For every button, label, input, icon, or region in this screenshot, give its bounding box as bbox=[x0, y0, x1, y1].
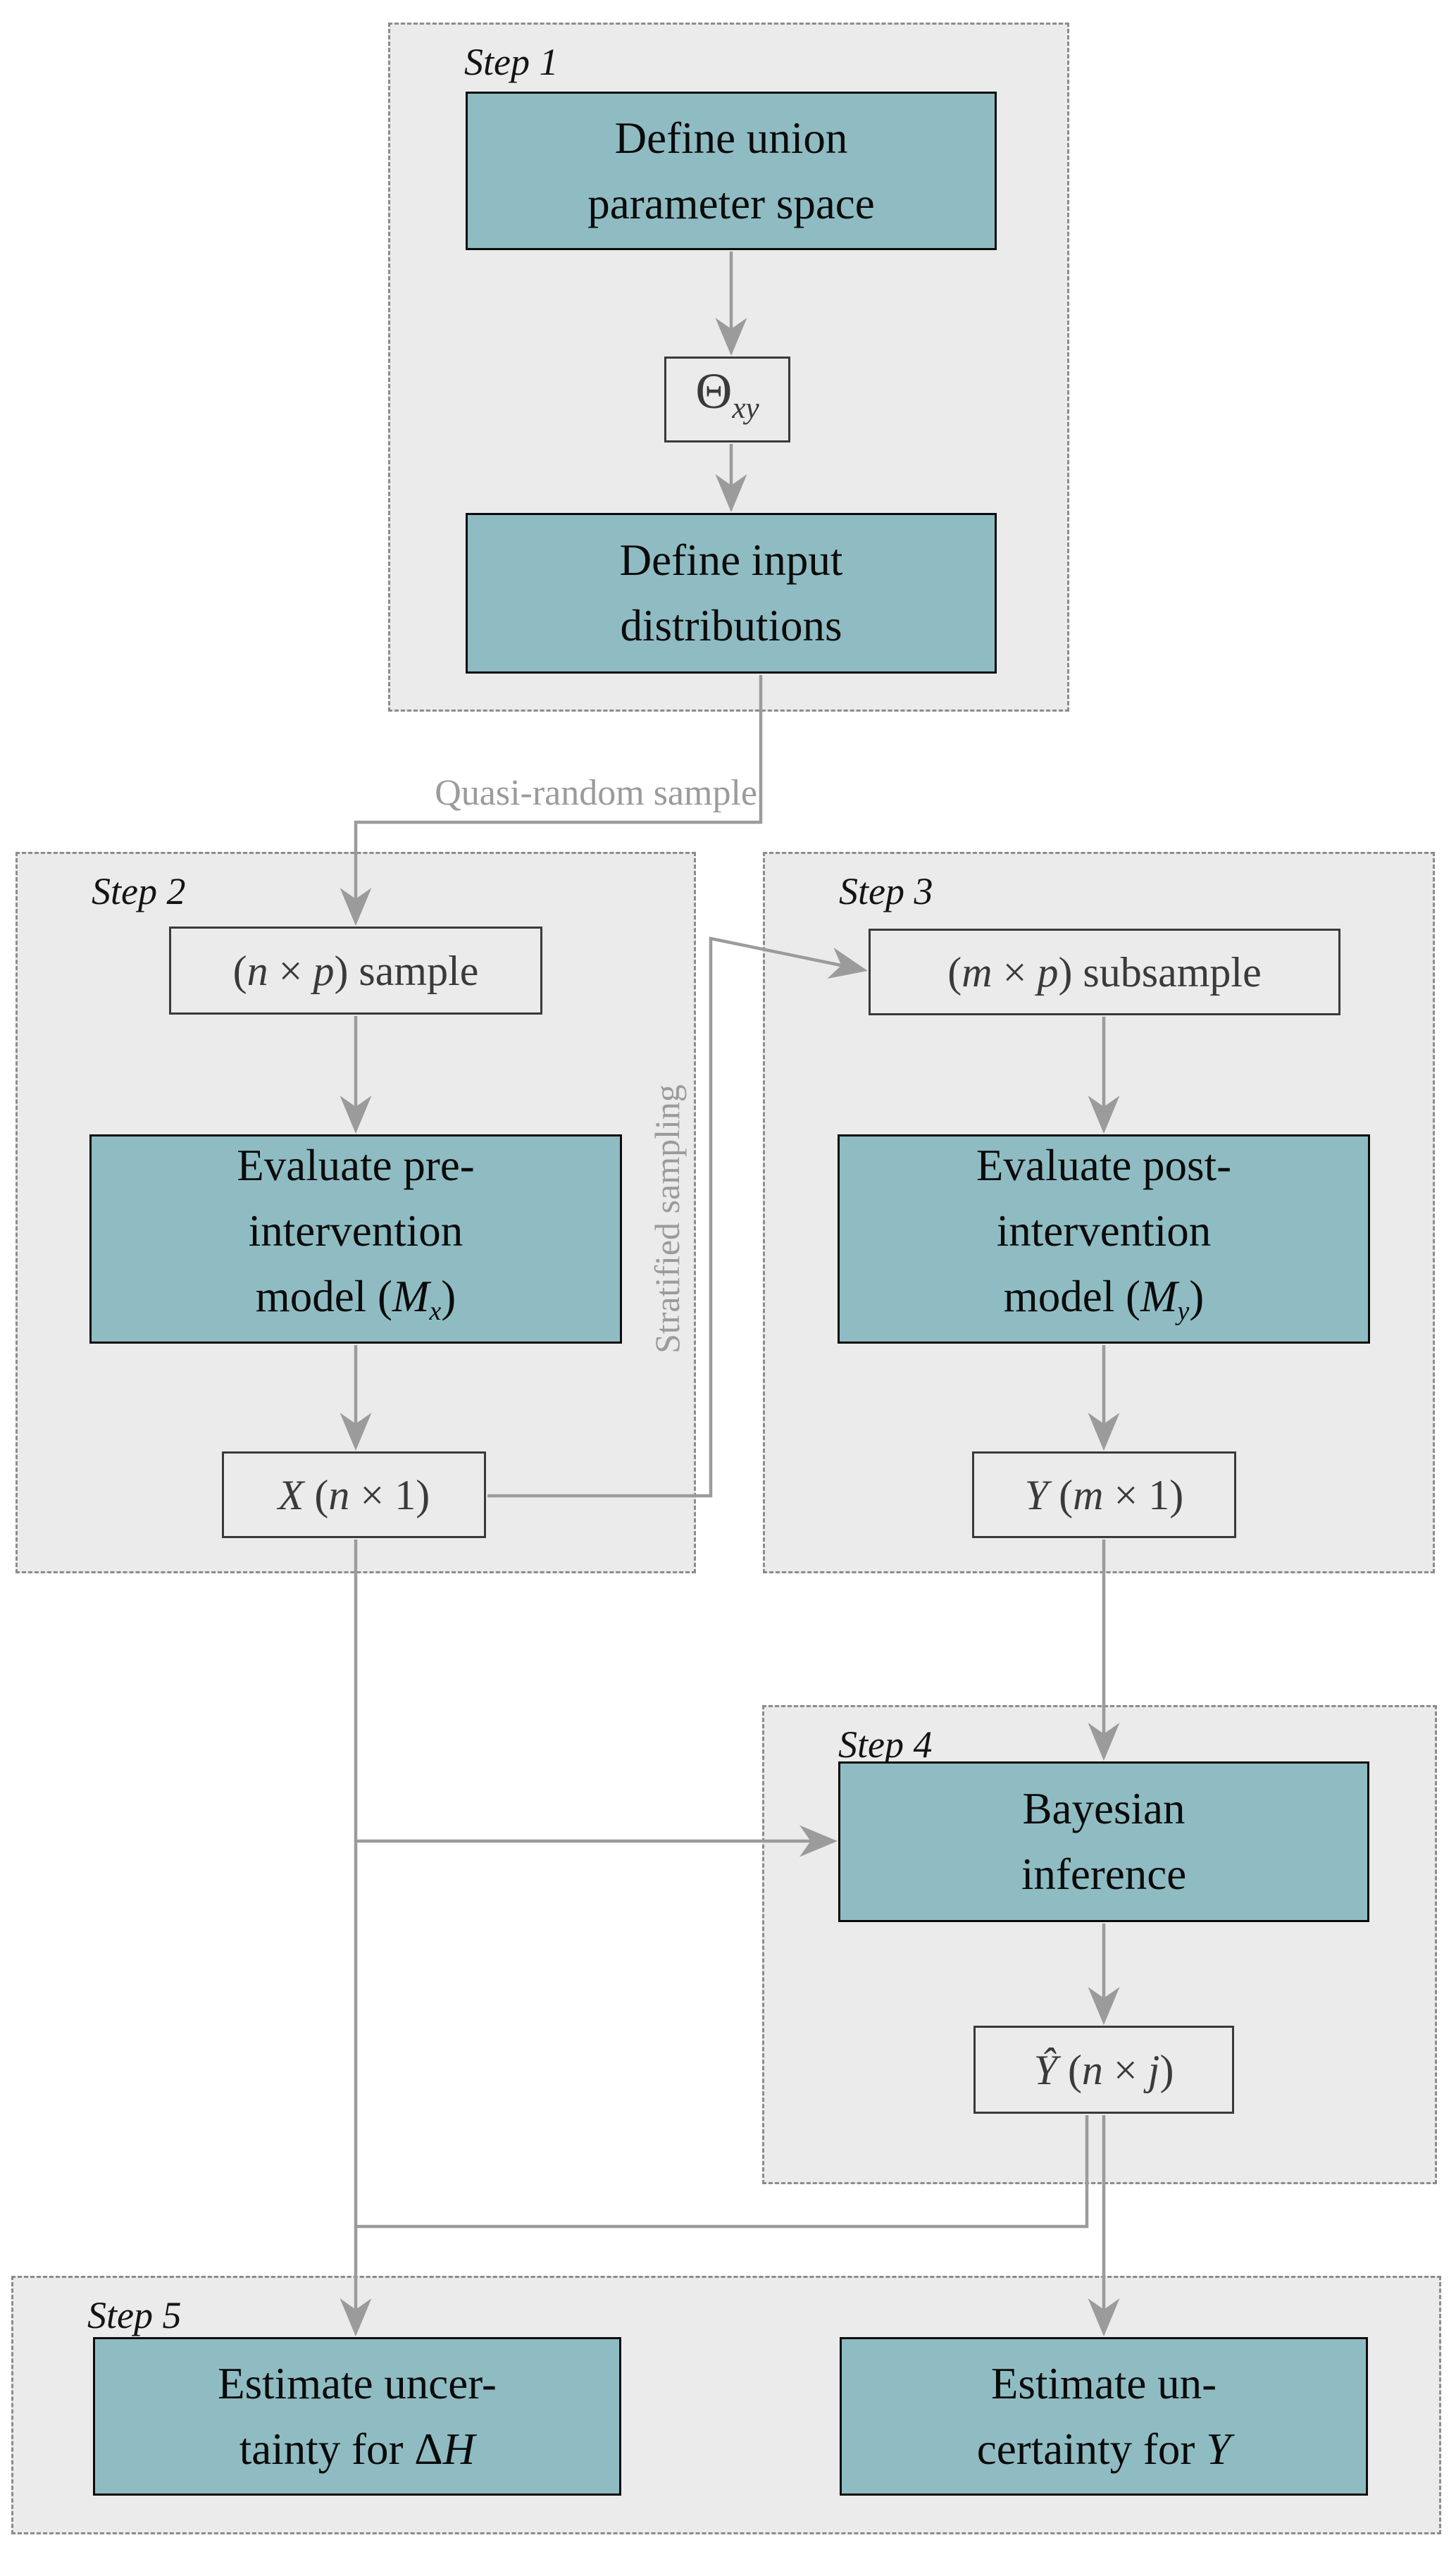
panel-step-1-label: Step 1 bbox=[464, 41, 559, 83]
node-mp-subsample: (m × p) subsample bbox=[869, 929, 1340, 1015]
panel-step-4-label: Step 4 bbox=[838, 1723, 933, 1766]
edge-label-stratified-sampling: Stratified sampling bbox=[647, 1084, 687, 1354]
panel-step-2-label: Step 2 bbox=[92, 870, 186, 912]
panel-step-5-label: Step 5 bbox=[87, 2294, 182, 2336]
panel-step-3-label: Step 3 bbox=[839, 870, 933, 912]
edge-input-to-npsample bbox=[340, 675, 763, 926]
edge-label-quasi-random-sample: Quasi-random sample bbox=[435, 773, 757, 813]
node-y-m-by-1: Y (m × 1) bbox=[972, 1451, 1236, 1538]
node-estimate-uncertainty-y: Estimate un-certainty for Y bbox=[840, 2337, 1368, 2496]
node-yhat-n-by-j: Ŷ (n × j) bbox=[973, 2026, 1234, 2114]
edge-yhat-to-uncertainty-dh bbox=[356, 2115, 1089, 2229]
edge-x-to-subsample-stratified bbox=[487, 936, 868, 1498]
node-theta-xy: Θxy bbox=[664, 357, 790, 442]
node-estimate-uncertainty-delta-h: Estimate uncer-tainty for ΔH bbox=[93, 2337, 621, 2496]
node-np-sample: (n × p) sample bbox=[169, 927, 542, 1015]
node-x-n-by-1: X (n × 1) bbox=[222, 1451, 486, 1538]
